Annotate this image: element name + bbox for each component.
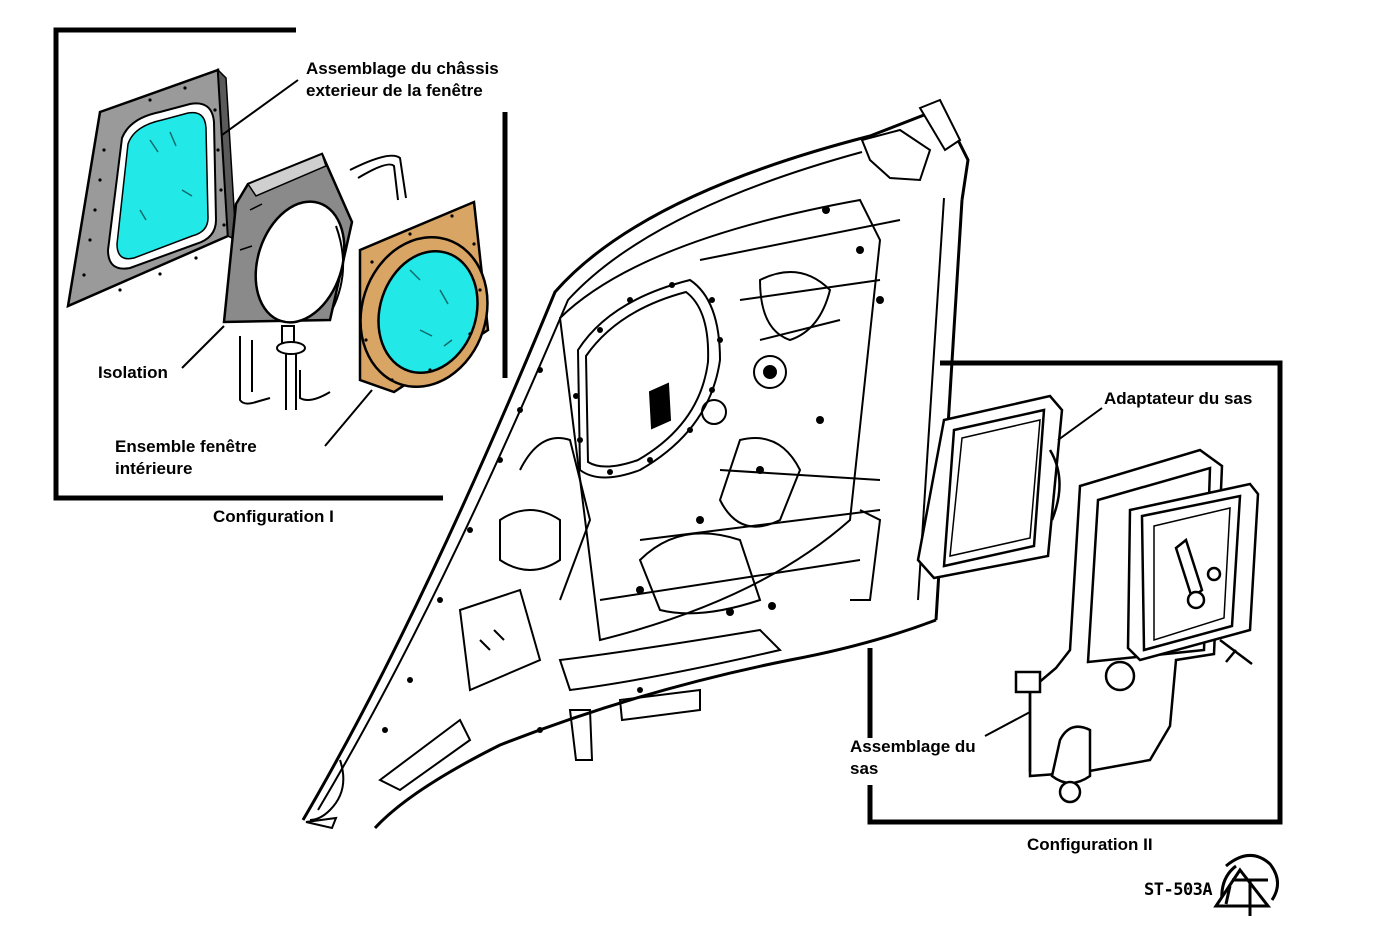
label-insulation: Isolation (98, 363, 168, 382)
support-bracket (239, 154, 407, 410)
label-config-1: Configuration I (213, 507, 334, 526)
exterior-frame-part (66, 68, 237, 309)
inner-window-part (358, 200, 490, 394)
label-airlock-assembly: Assemblage du sas (850, 737, 976, 778)
label-airlock-adapter: Adaptateur du sas (1104, 389, 1253, 408)
label-inner-window: Ensemble fenêtre intérieure (115, 437, 257, 478)
agency-seal-logo (1213, 854, 1279, 916)
drawing-code: ST-503A (1144, 880, 1213, 900)
airlock-assembly-part (1014, 448, 1260, 804)
config-1-box (53, 27, 508, 501)
leader-airlock (984, 711, 1031, 737)
leader-lines-config-1 (181, 79, 373, 447)
leader-adapter (1057, 407, 1103, 441)
label-exterior-frame: Assemblage du châssis exterieur de la fe… (306, 59, 499, 100)
config-2-box (867, 360, 1283, 825)
hatch-illustration (301, 98, 970, 830)
label-config-2: Configuration II (1027, 835, 1153, 854)
airlock-adapter-part (916, 394, 1064, 580)
insulation-part (222, 152, 354, 324)
